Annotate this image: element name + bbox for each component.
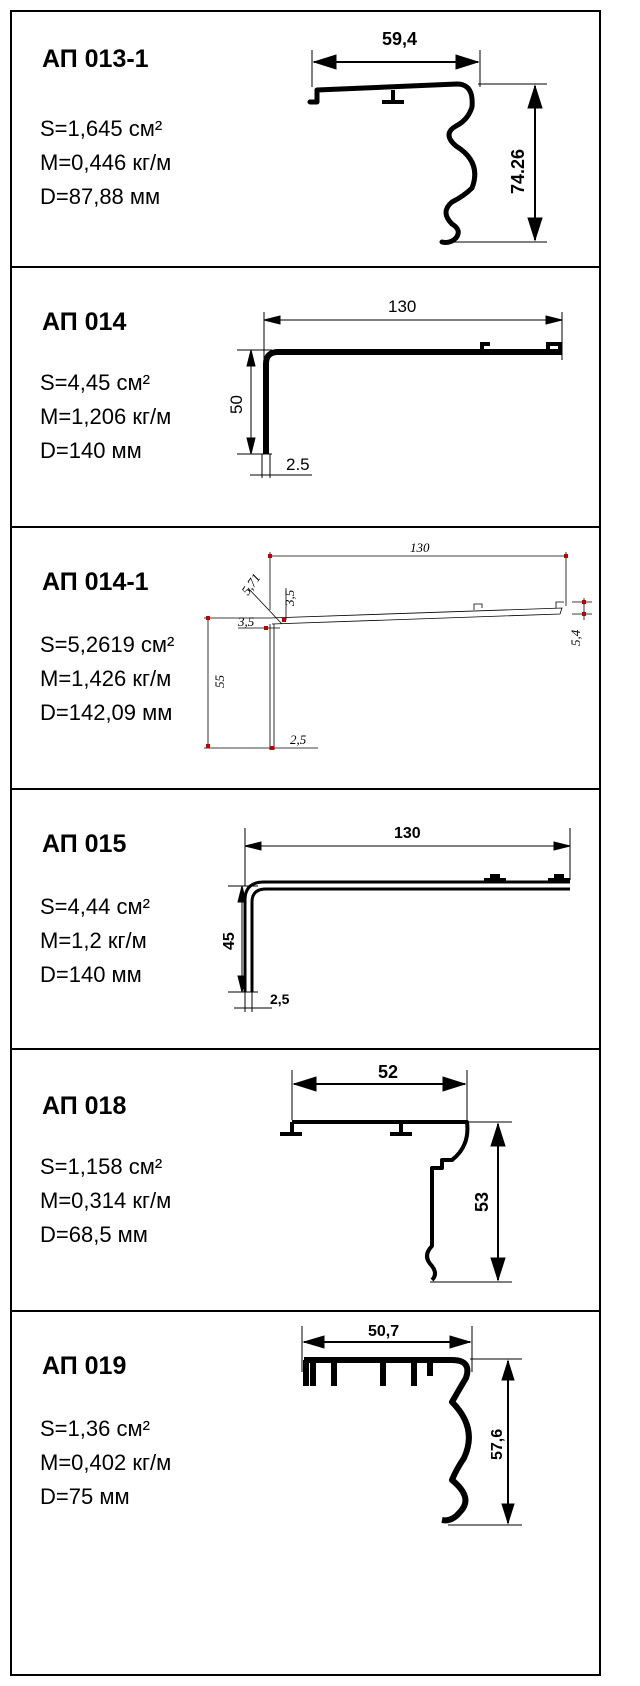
profile-diameter: D=140 мм	[40, 962, 142, 987]
profile-mass: M=0,314 кг/м	[40, 1188, 172, 1213]
profile-mass: M=0,446 кг/м	[40, 150, 172, 175]
dim-width: 52	[378, 1062, 398, 1082]
profile-title: АП 013-1	[42, 45, 149, 73]
dim-height: 50	[227, 395, 246, 414]
profile-mass: M=1,426 кг/м	[40, 666, 172, 691]
dim-height: 53	[472, 1192, 492, 1212]
profile-mass: M=1,206 кг/м	[40, 404, 172, 429]
profile-drawing: 130 45 2,5	[221, 825, 571, 1012]
dim-thickness: 2,5	[270, 991, 290, 1007]
profile-row-ap-019: АП 019 S=1,36 см² M=0,402 кг/м D=75 мм 5…	[10, 1312, 601, 1676]
profile-drawing: 52 53	[280, 1062, 512, 1283]
profile-area: S=1,158 см²	[40, 1154, 163, 1179]
profile-row-ap-015: АП 015 S=4,44 см² M=1,2 кг/м D=140 мм	[10, 790, 601, 1050]
dim-a: 3,5	[282, 589, 297, 607]
dim-lip: 5,4	[568, 629, 583, 646]
dim-radius: 5,71	[238, 570, 263, 597]
profile-drawing: 130 50 2.5	[227, 297, 563, 478]
profile-drawing: 130 55 2,5 5,71 3,5 3,5 5,4	[204, 540, 592, 750]
dim-width: 59,4	[382, 29, 417, 49]
profile-title: АП 014-1	[42, 568, 149, 596]
dim-thickness: 2,5	[290, 732, 307, 747]
profile-row-ap-014: АП 014 S=4,45 см² M=1,206 кг/м D=140 мм	[10, 268, 601, 528]
profile-title: АП 014	[42, 308, 127, 336]
profile-diameter: D=68,5 мм	[40, 1222, 148, 1247]
dim-height: 45	[221, 932, 238, 950]
profile-diameter: D=75 мм	[40, 1484, 130, 1509]
profile-area: S=5,2619 см²	[40, 632, 175, 657]
profile-diameter: D=87,88 мм	[40, 184, 161, 209]
dim-width: 130	[388, 297, 416, 316]
profile-diameter: D=140 мм	[40, 438, 142, 463]
profile-area: S=4,44 см²	[40, 894, 150, 919]
dim-width: 130	[410, 540, 430, 555]
dim-height: 55	[212, 675, 227, 689]
profile-drawing: 59,4 74.26	[307, 29, 547, 245]
profile-diameter: D=142,09 мм	[40, 700, 173, 725]
profile-mass: M=1,2 кг/м	[40, 928, 147, 953]
profile-area: S=1,645 см²	[40, 116, 163, 141]
profile-title: АП 018	[42, 1092, 127, 1120]
dim-width: 50,7	[368, 1323, 399, 1340]
dim-b: 3,5	[237, 614, 255, 629]
dim-height: 57,6	[489, 1429, 506, 1460]
profile-row-ap-018: АП 018 S=1,158 см² M=0,314 кг/м D=68,5 м…	[10, 1050, 601, 1312]
profile-title: АП 015	[42, 830, 127, 858]
profile-title: АП 019	[42, 1352, 127, 1380]
dim-height: 74.26	[508, 149, 528, 194]
dim-width: 130	[394, 825, 421, 842]
profile-row-ap-014-1: АП 014-1 S=5,2619 см² M=1,426 кг/м D=142…	[10, 528, 601, 790]
profile-drawing: 50,7 57,6	[301, 1323, 522, 1526]
profile-mass: M=0,402 кг/м	[40, 1450, 172, 1475]
profile-area: S=4,45 см²	[40, 370, 150, 395]
dim-thickness: 2.5	[286, 455, 310, 474]
profile-area: S=1,36 см²	[40, 1416, 150, 1441]
profile-row-ap-013-1: АП 013-1 S=1,645 см² M=0,446 кг/м D=87,8…	[10, 10, 601, 268]
